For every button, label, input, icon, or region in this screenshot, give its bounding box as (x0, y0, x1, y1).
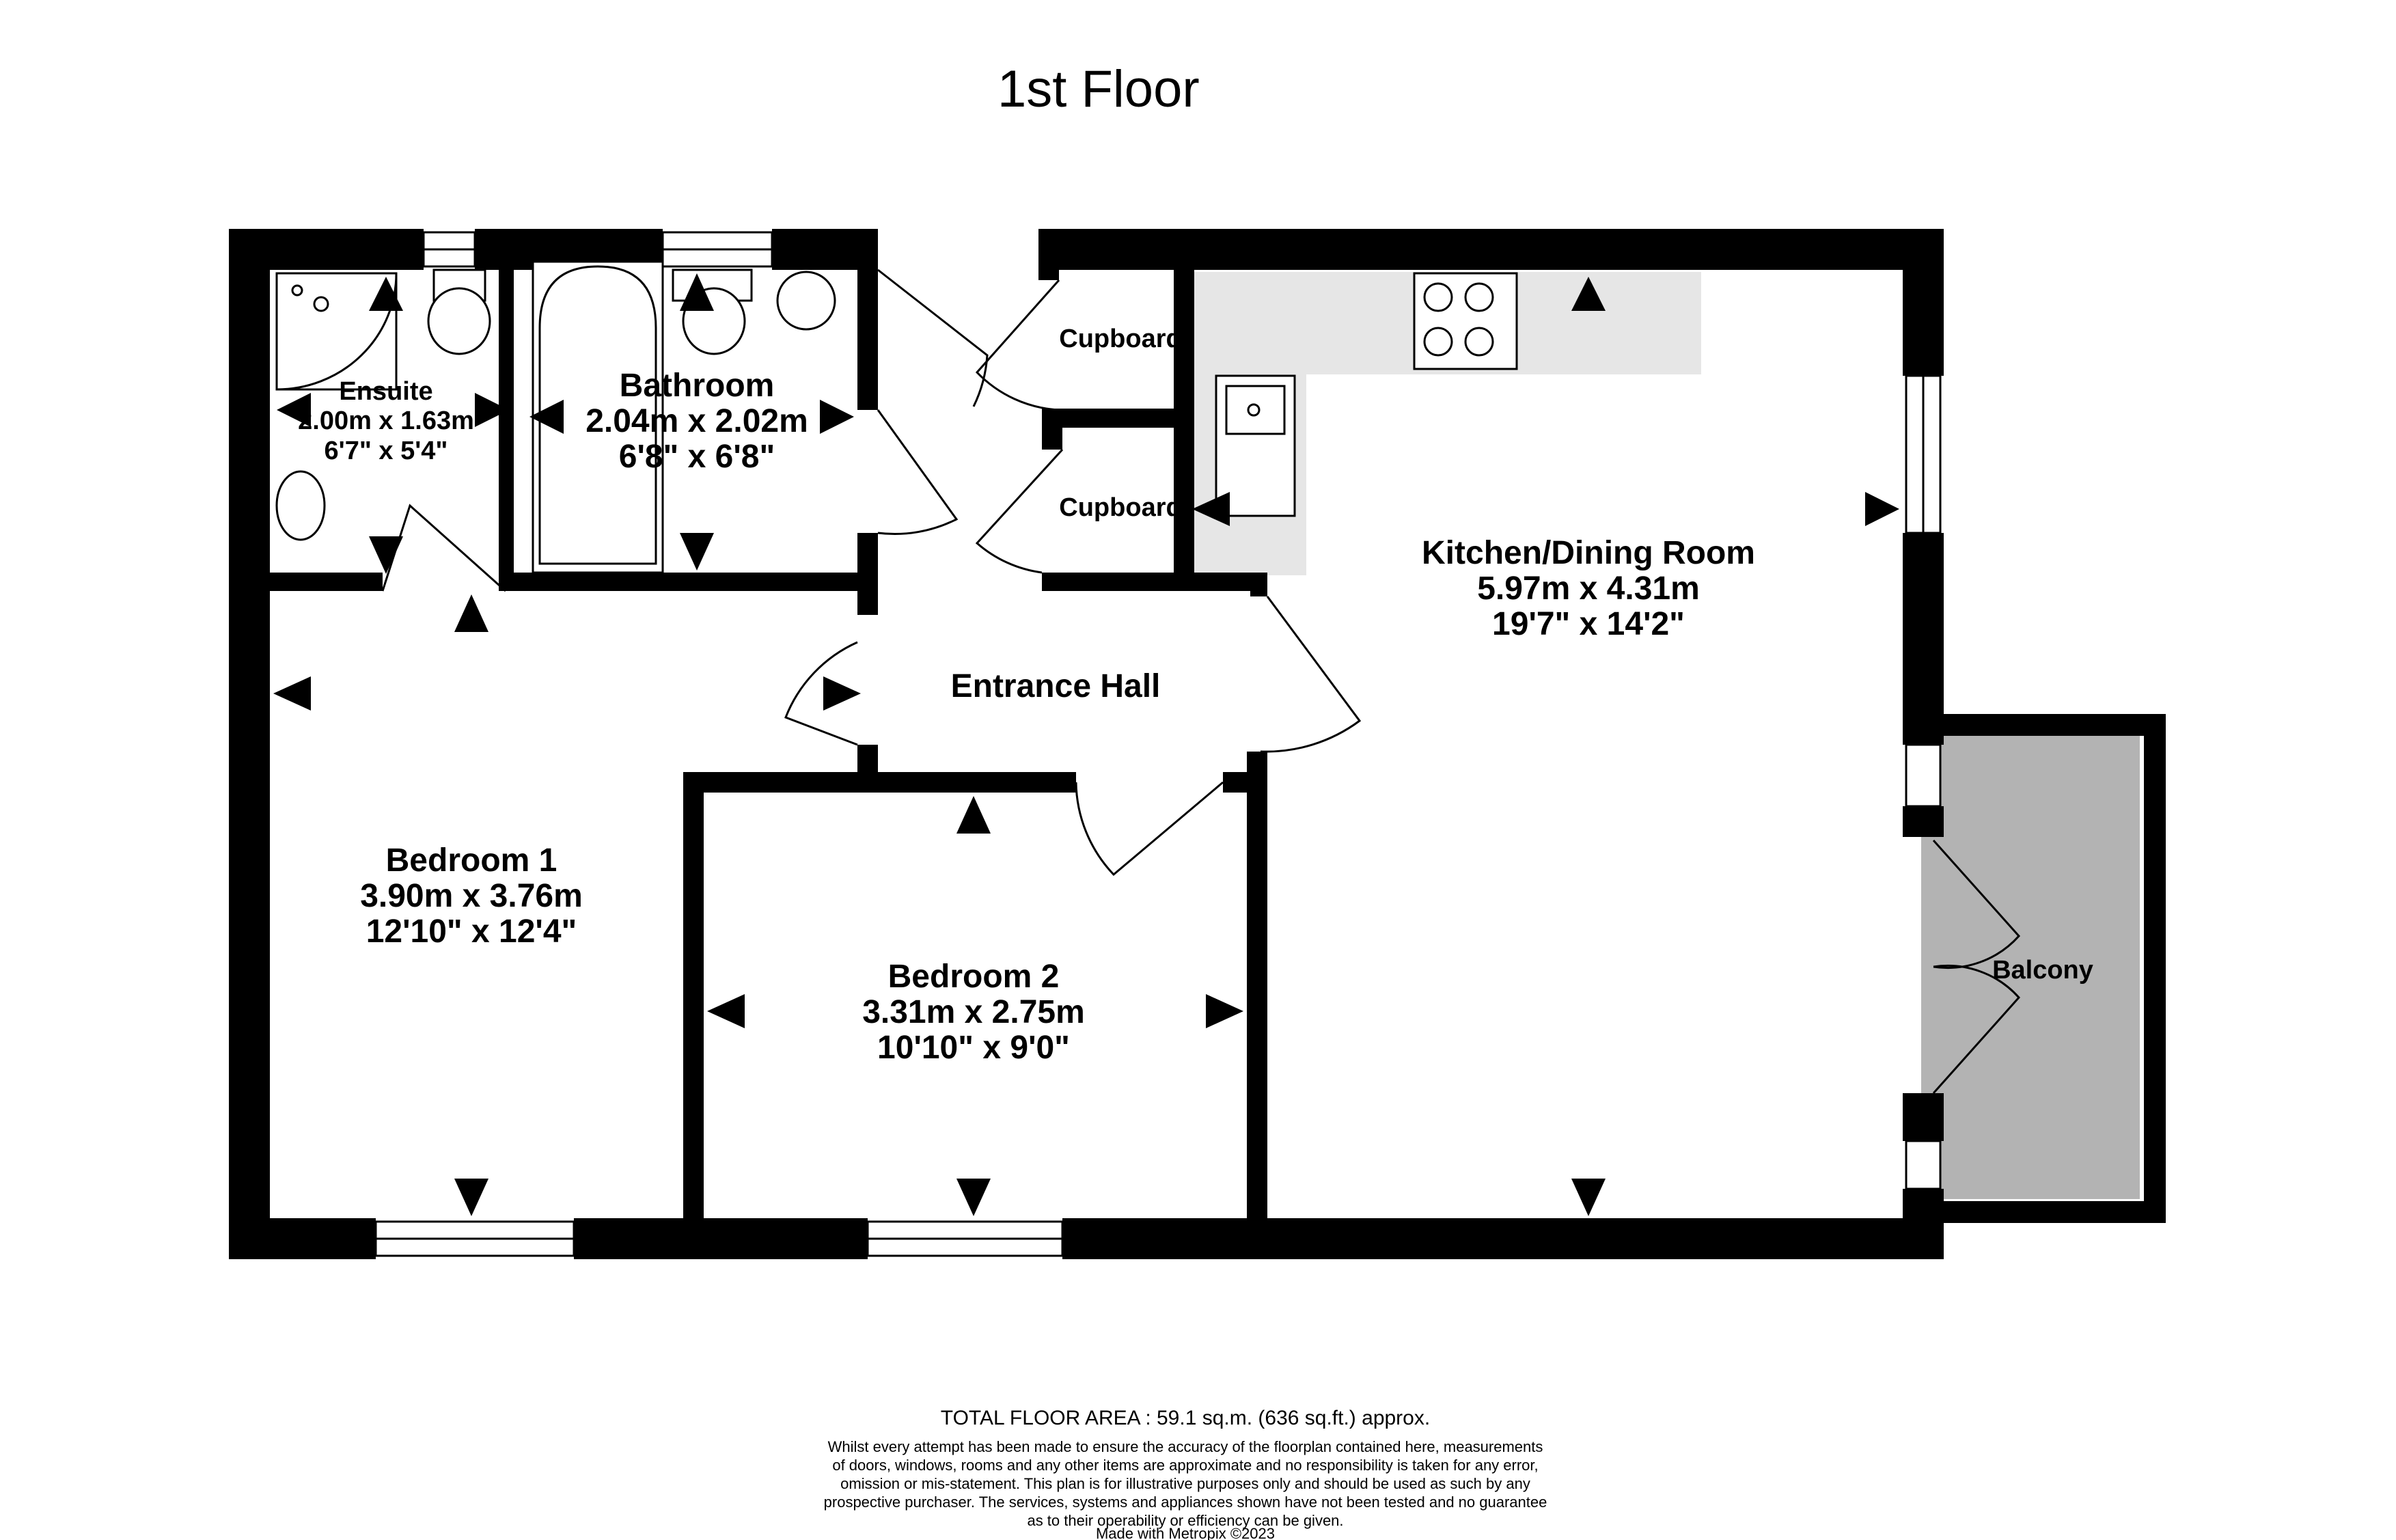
room-label-bedroom-2: Bedroom 2 3.31m x 2.75m 10'10" x 9'0" (862, 959, 1085, 1066)
room-label-ensuite: Ensuite 2.00m x 1.63m 6'7" x 5'4" (298, 377, 474, 465)
bedroom-1-imperial: 12'10" x 12'4" (366, 913, 577, 950)
kitchen-side-window-upper (1905, 743, 1942, 808)
kitchen-metric: 5.97m x 4.31m (1477, 570, 1700, 607)
cupboard-1-label: Cupboard (1059, 325, 1181, 353)
kitchen-imperial: 19'7" x 14'2" (1492, 606, 1685, 642)
kitchen-name: Kitchen/Dining Room (1422, 535, 1755, 571)
metropix-credit: Made with Metropix ©2023 (1096, 1525, 1275, 1540)
bedroom-2-imperial: 10'10" x 9'0" (877, 1030, 1070, 1066)
ensuite-metric: 2.00m x 1.63m (298, 407, 474, 435)
room-label-bathroom: Bathroom 2.04m x 2.02m 6'8" x 6'8" (586, 368, 808, 475)
room-label-kitchen: Kitchen/Dining Room 5.97m x 4.31m 19'7" … (1422, 535, 1755, 642)
doors (381, 269, 2021, 1094)
bedroom-2-metric: 3.31m x 2.75m (862, 994, 1085, 1030)
disclaimer-line-5: as to their operability or efficiency ca… (1027, 1512, 1343, 1529)
bathroom-name: Bathroom (620, 368, 775, 404)
bathroom-metric: 2.04m x 2.02m (586, 403, 808, 439)
bedroom-2-name: Bedroom 2 (888, 959, 1060, 995)
measurement-arrows (273, 273, 1899, 1216)
room-label-bedroom-1: Bedroom 1 3.90m x 3.76m 12'10" x 12'4" (360, 842, 583, 950)
bathroom-basin (776, 271, 836, 331)
fixtures (275, 260, 1518, 574)
entrance-hall-label: Entrance Hall (951, 668, 1161, 704)
balcony-label: Balcony (1992, 956, 2093, 985)
ensuite-shower (275, 272, 398, 391)
floor-title: 1st Floor (997, 60, 1200, 118)
bedroom-1-metric: 3.90m x 3.76m (360, 878, 583, 914)
total-floor-area: TOTAL FLOOR AREA : 59.1 sq.m. (636 sq.ft… (941, 1407, 1430, 1429)
kitchen-side-window-lower (1905, 1140, 1942, 1190)
windows (374, 231, 1942, 1257)
disclaimer-line-3: omission or mis-statement. This plan is … (840, 1475, 1530, 1492)
bathroom-imperial: 6'8" x 6'8" (619, 439, 775, 475)
bedroom-1-name: Bedroom 1 (386, 842, 557, 879)
disclaimer-line-2: of doors, windows, rooms and any other i… (832, 1457, 1538, 1474)
ensuite-basin (275, 470, 326, 541)
disclaimer-line-1: Whilst every attempt has been made to en… (828, 1438, 1543, 1455)
walls (229, 229, 2166, 1259)
kitchen-counter (1192, 272, 1701, 575)
disclaimer-line-4: prospective purchaser. The services, sys… (824, 1494, 1547, 1511)
cupboard-2-label: Cupboard (1059, 493, 1181, 522)
ensuite-imperial: 6'7" x 5'4" (325, 437, 448, 465)
ensuite-name: Ensuite (339, 377, 432, 406)
